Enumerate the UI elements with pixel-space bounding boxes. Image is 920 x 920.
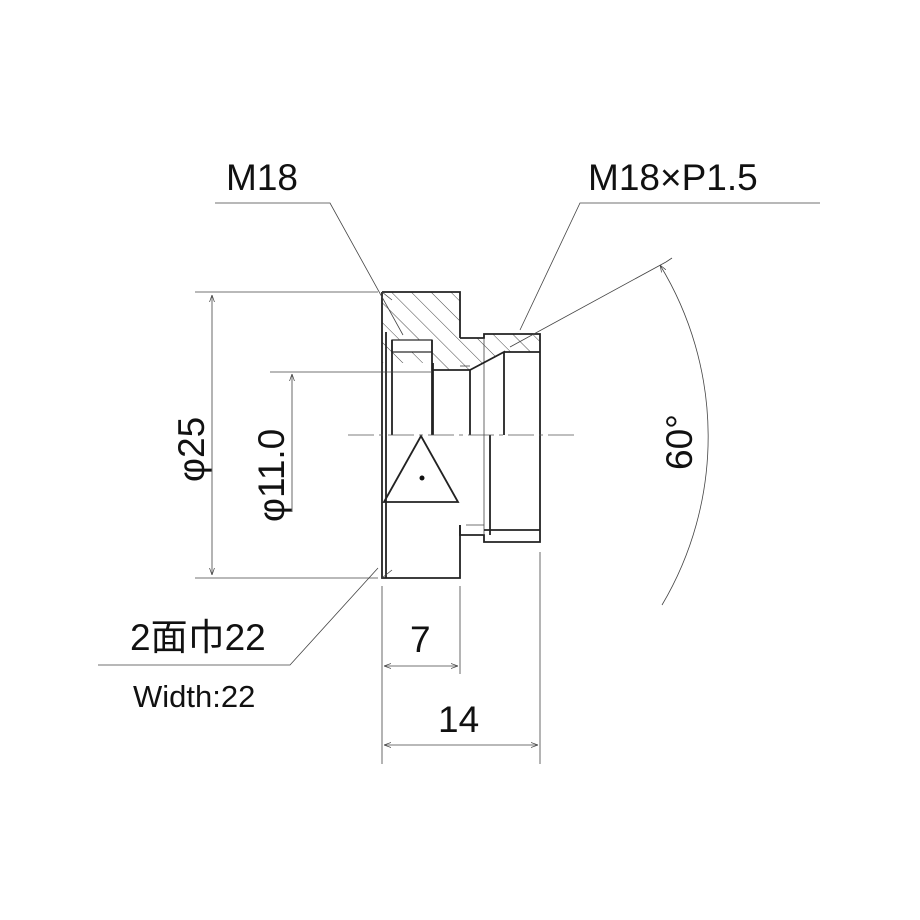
- dim-outer-diameter: [195, 291, 378, 579]
- section-hatch-thread: [433, 334, 540, 370]
- label-flats-en: Width:22: [133, 679, 255, 714]
- label-flats-ja: 2面巾22: [130, 617, 266, 658]
- label-angle: 60°: [659, 414, 700, 470]
- label-total-length: 14: [438, 699, 479, 740]
- dim-inner-diameter: [270, 371, 432, 512]
- part-body: [381, 291, 541, 579]
- label-outer-diameter: φ25: [171, 417, 212, 482]
- label-inner-diameter: φ11.0: [251, 429, 292, 522]
- leader-lines: [98, 202, 820, 666]
- label-hex-length: 7: [410, 619, 431, 660]
- label-bore-thread: M18: [226, 157, 298, 198]
- label-outer-thread: M18×P1.5: [588, 157, 758, 198]
- hex-flat-triangle: [382, 434, 460, 503]
- dim-lengths: [381, 552, 541, 764]
- bore-relief: [391, 339, 433, 353]
- angle-arc: [660, 265, 709, 606]
- triangle-center-dot: [419, 475, 425, 481]
